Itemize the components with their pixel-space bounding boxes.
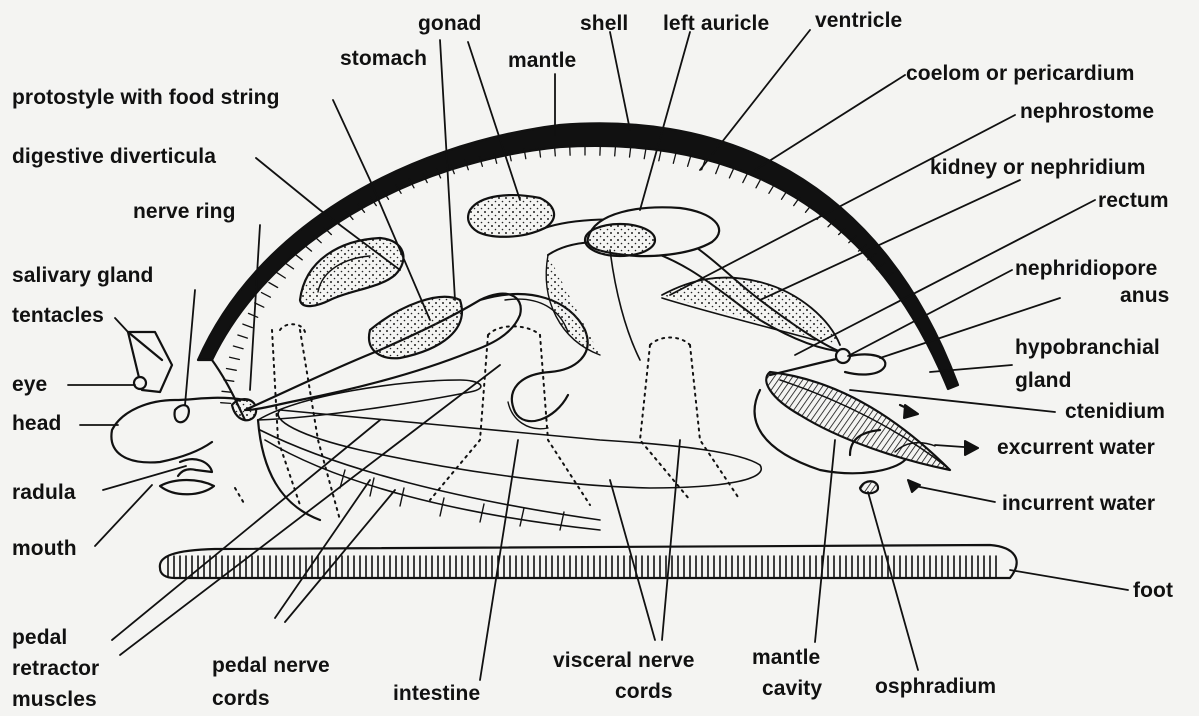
label-stomach: stomach [340,48,427,70]
label-hypobranchial-line1: hypobranchial [1015,337,1160,359]
label-excurrent-water: excurrent water [997,437,1155,459]
label-ventricle: ventricle [815,10,902,32]
label-visceral-nerve-line1: visceral nerve [553,650,695,672]
label-pedal-retractor-line1: pedal [12,627,67,649]
label-radula: radula [12,482,76,504]
label-nerve-ring: nerve ring [133,201,236,223]
label-mantle-cavity-line2: cavity [762,678,822,700]
head-shape [111,332,256,494]
label-intestine: intestine [393,683,480,705]
label-foot: foot [1133,580,1173,602]
label-left-auricle: left auricle [663,13,769,35]
label-rectum: rectum [1098,190,1169,212]
label-pedal-retractor-line2: retractor [12,658,99,680]
label-pedal-nerve-line2: cords [212,688,270,710]
label-osphradium: osphradium [875,676,996,698]
label-digestive-diverticula: digestive diverticula [12,146,216,168]
label-mantle-cavity-line1: mantle [752,647,820,669]
label-gonad: gonad [418,13,482,35]
label-coelom: coelom or pericardium [906,63,1135,85]
label-hypobranchial-line2: gland [1015,370,1072,392]
label-ctenidium: ctenidium [1065,401,1165,423]
label-kidney: kidney or nephridium [930,157,1146,179]
heart-pericardium [585,207,840,360]
nerve-cords [258,380,761,530]
label-pedal-nerve-line1: pedal nerve [212,655,330,677]
label-mantle: mantle [508,50,576,72]
label-eye: eye [12,374,47,396]
visceral-nerve-dotted [235,324,740,520]
label-nephridiopore: nephridiopore [1015,258,1157,280]
label-shell: shell [580,13,628,35]
label-nephrostome: nephrostome [1020,101,1154,123]
label-salivary-gland: salivary gland [12,265,153,287]
label-visceral-nerve-line2: cords [615,681,673,703]
label-protostyle: protostyle with food string [12,87,280,109]
label-incurrent-water: incurrent water [1002,493,1155,515]
label-tentacles: tentacles [12,305,104,327]
label-mouth: mouth [12,538,77,560]
label-anus: anus [1120,285,1169,307]
label-head: head [12,413,61,435]
label-pedal-retractor-line3: muscles [12,689,97,711]
